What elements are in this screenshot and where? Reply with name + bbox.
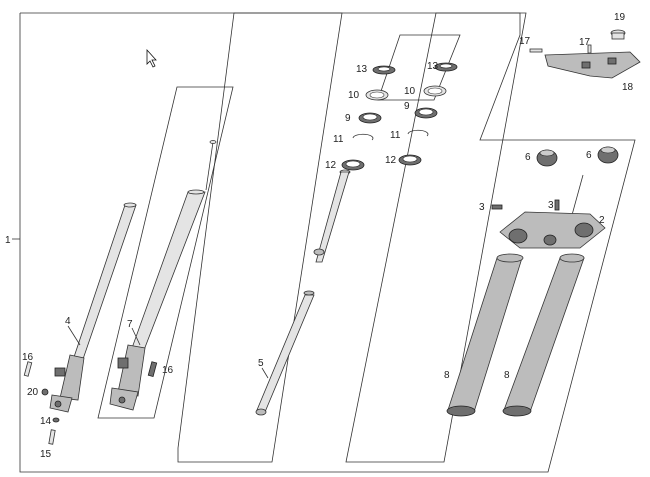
clip-11-b xyxy=(407,129,429,137)
fork-guard-8-a xyxy=(446,253,524,417)
screw-20 xyxy=(41,388,49,396)
callout-9a: 9 xyxy=(345,113,351,124)
screw-17-a xyxy=(529,48,543,53)
callout-5: 5 xyxy=(258,358,264,369)
seal-9-a xyxy=(358,112,382,124)
fork-leg-right xyxy=(109,140,217,411)
callout-10a: 10 xyxy=(348,90,360,101)
triple-clamp xyxy=(499,174,606,249)
callout-3b: 3 xyxy=(548,200,554,211)
callout-12a: 12 xyxy=(325,160,337,171)
seal-13-b xyxy=(434,62,458,72)
callout-8b: 8 xyxy=(504,370,510,381)
callout-15: 15 xyxy=(40,449,52,460)
bolt-3-b xyxy=(554,199,560,211)
damper-cartridge xyxy=(255,169,351,416)
callout-18: 18 xyxy=(622,82,634,93)
callout-12b: 12 xyxy=(385,155,397,166)
cap-6-b xyxy=(597,146,619,164)
callout-6a: 6 xyxy=(525,152,531,163)
cap-6-a xyxy=(536,149,558,167)
callout-6b: 6 xyxy=(586,150,592,161)
callout-17a: 17 xyxy=(519,36,531,47)
callout-14: 14 xyxy=(40,416,52,427)
callout-11a: 11 xyxy=(333,134,344,145)
seals-frame xyxy=(345,12,527,463)
washer-14 xyxy=(52,417,60,423)
fork-guard-8-b xyxy=(502,253,585,417)
cap-19 xyxy=(610,29,626,40)
cursor-arrow-icon xyxy=(146,48,157,68)
top-bracket-18 xyxy=(544,51,641,79)
pin-16-left xyxy=(23,361,33,377)
callout-7: 7 xyxy=(127,319,133,330)
callout-1: 1 xyxy=(5,235,11,246)
callout-13a: 13 xyxy=(356,64,368,75)
callout-16a: 16 xyxy=(22,352,34,363)
seal-12-a xyxy=(341,159,365,171)
frame-outline xyxy=(19,12,636,473)
callout-13b: 13 xyxy=(427,61,439,72)
ring-10-a xyxy=(365,89,389,101)
seals-inner-frame xyxy=(377,34,461,101)
callout-17b: 17 xyxy=(579,37,591,48)
middle-frame xyxy=(177,12,343,463)
fork-leg-left xyxy=(49,202,137,413)
callout-8a: 8 xyxy=(444,370,450,381)
screw-17-b xyxy=(587,44,592,54)
clip-11-a xyxy=(352,133,374,141)
seal-13-a xyxy=(372,65,396,75)
seal-12-b xyxy=(398,154,422,166)
callout-9b: 9 xyxy=(404,101,410,112)
bolt-3-a xyxy=(491,204,503,210)
callout-3a: 3 xyxy=(479,202,485,213)
callout-4: 4 xyxy=(65,316,71,327)
callout-11b: 11 xyxy=(390,130,401,141)
callout-10b: 10 xyxy=(404,86,416,97)
ring-10-b xyxy=(423,85,447,97)
callout-20: 20 xyxy=(27,387,39,398)
left-leg-frame xyxy=(97,86,234,419)
callout-16b: 16 xyxy=(162,365,174,376)
bolt-15 xyxy=(48,429,56,445)
callout-19: 19 xyxy=(614,12,626,23)
seal-9-b xyxy=(414,107,438,119)
callout-2: 2 xyxy=(599,215,605,226)
